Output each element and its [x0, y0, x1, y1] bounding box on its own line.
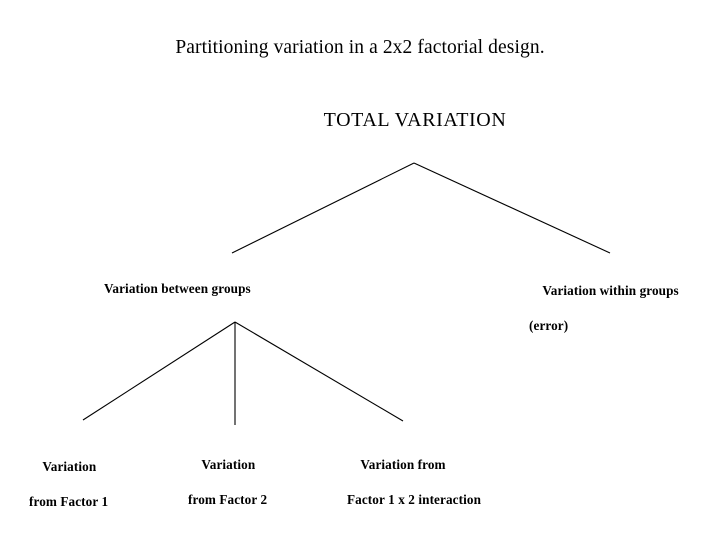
- diagram-title: Partitioning variation in a 2x2 factoria…: [175, 37, 545, 58]
- node-variation-from-interaction-line2: Factor 1 x 2 interaction: [347, 491, 481, 507]
- node-variation-between-groups: Variation between groups: [104, 281, 251, 296]
- node-variation-from-factor-1-line2: from Factor 1: [29, 493, 109, 509]
- node-variation-from-factor-2: Variation from Factor 2: [188, 445, 267, 532]
- node-variation-within-groups: Variation within groups (error): [529, 271, 679, 358]
- connector-total-to-between: [231, 162, 415, 254]
- node-total-variation: TOTAL VARIATION: [323, 109, 507, 131]
- node-variation-from-factor-1-line1: Variation: [42, 459, 97, 475]
- node-variation-from-factor-1: Variation from Factor 1: [29, 447, 108, 534]
- connector-between-to-factor1: [82, 321, 236, 421]
- connector-between-to-interaction: [234, 321, 404, 422]
- node-variation-from-interaction-line1: Variation from: [360, 457, 446, 473]
- node-variation-within-groups-line1: Variation within groups: [542, 283, 679, 299]
- node-variation-from-factor-2-line2: from Factor 2: [188, 491, 268, 507]
- connector-total-to-within: [413, 162, 611, 254]
- node-variation-from-interaction: Variation from Factor 1 x 2 interaction: [347, 445, 481, 532]
- node-variation-within-groups-line2: (error): [529, 317, 569, 333]
- node-variation-from-factor-2-line1: Variation: [201, 457, 256, 473]
